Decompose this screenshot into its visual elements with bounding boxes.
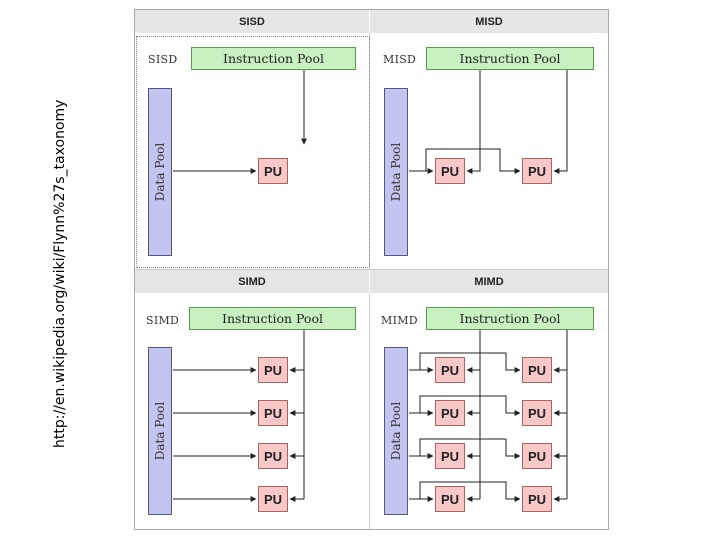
mimd-processing-unit-r1c2: PU	[522, 357, 552, 383]
mimd-panel: MIMD Instruction Pool Data Pool PU PU PU…	[370, 293, 608, 529]
mimd-data-wire-4b	[419, 481, 521, 502]
simd-panel-label: SIMD	[146, 314, 180, 327]
simd-instruction-pool-label: Instruction Pool	[222, 311, 323, 326]
sisd-data-pool: Data Pool	[148, 88, 172, 256]
mimd-pu-label-r4c2: PU	[527, 491, 547, 507]
simd-instruction-pool: Instruction Pool	[189, 307, 356, 330]
row-divider	[135, 269, 608, 270]
sisd-panel-label: SISD	[148, 53, 178, 66]
sisd-instruction-pool: Instruction Pool	[191, 47, 356, 70]
misd-panel-label: MISD	[383, 53, 417, 66]
header-mimd: MIMD	[370, 270, 608, 293]
header-sisd: SISD	[135, 10, 369, 33]
simd-connectors	[173, 330, 305, 502]
mimd-processing-unit-r4c1: PU	[435, 486, 465, 512]
header-simd: SIMD	[135, 270, 369, 293]
simd-pu-label-4: PU	[263, 491, 283, 507]
mimd-connectors	[409, 330, 568, 502]
mimd-pu-label-r4c1: PU	[440, 491, 460, 507]
sisd-instruction-pool-label: Instruction Pool	[223, 51, 324, 66]
misd-instruction-pool-label: Instruction Pool	[459, 51, 561, 66]
simd-pu-label-3: PU	[263, 448, 283, 464]
simd-data-pool: Data Pool	[148, 347, 172, 515]
misd-connectors	[409, 70, 568, 174]
misd-pu-label-1: PU	[440, 163, 460, 179]
column-divider-bottom	[369, 293, 370, 529]
misd-processing-unit-2: PU	[522, 158, 552, 184]
misd-data-wire-main	[409, 148, 521, 174]
mimd-data-pool: Data Pool	[384, 347, 408, 515]
simd-pu-label-1: PU	[263, 362, 283, 378]
source-url-caption: http://en.wikipedia.org/wiki/Flynn%27s_t…	[52, 99, 68, 448]
header-misd: MISD	[370, 10, 608, 33]
mimd-pu-label-r2c2: PU	[527, 405, 547, 421]
mimd-processing-unit-r3c1: PU	[435, 443, 465, 469]
mimd-data-wire-3b	[419, 438, 521, 459]
sisd-pu-label: PU	[263, 163, 283, 179]
misd-instruction-wire-1	[466, 70, 481, 174]
mimd-data-wire-2b	[419, 395, 521, 416]
mimd-pu-label-r3c1: PU	[440, 448, 460, 464]
misd-panel: MISD Instruction Pool Data Pool PU PU	[370, 33, 608, 269]
mimd-processing-unit-r3c2: PU	[522, 443, 552, 469]
sisd-panel: SISD Instruction Pool Data Pool PU	[135, 33, 369, 269]
mimd-pu-label-r2c1: PU	[440, 405, 460, 421]
flynn-taxonomy-figure: SISD MISD SIMD MIMD SISD Instruction Poo…	[134, 9, 609, 530]
misd-pu-label-2: PU	[527, 163, 547, 179]
simd-processing-unit-2: PU	[258, 400, 288, 426]
mimd-data-wire-1b	[419, 352, 521, 373]
mimd-processing-unit-r4c2: PU	[522, 486, 552, 512]
misd-processing-unit-1: PU	[435, 158, 465, 184]
simd-panel: SIMD Instruction Pool Data Pool PU PU PU…	[135, 293, 369, 529]
mimd-processing-unit-r2c2: PU	[522, 400, 552, 426]
sisd-processing-unit: PU	[258, 158, 288, 184]
mimd-pu-label-r3c2: PU	[527, 448, 547, 464]
mimd-instruction-pool: Instruction Pool	[426, 307, 594, 330]
mimd-instruction-pool-label: Instruction Pool	[459, 311, 561, 326]
misd-data-pool: Data Pool	[384, 88, 408, 256]
mimd-pu-label-r1c2: PU	[527, 362, 547, 378]
simd-processing-unit-4: PU	[258, 486, 288, 512]
misd-instruction-pool: Instruction Pool	[426, 47, 594, 70]
misd-instruction-wire-2	[553, 70, 568, 174]
simd-processing-unit-1: PU	[258, 357, 288, 383]
sisd-connectors	[173, 70, 307, 174]
mimd-panel-label: MIMD	[381, 314, 418, 327]
mimd-processing-unit-r1c1: PU	[435, 357, 465, 383]
mimd-processing-unit-r2c1: PU	[435, 400, 465, 426]
mimd-pu-label-r1c1: PU	[440, 362, 460, 378]
simd-processing-unit-3: PU	[258, 443, 288, 469]
sisd-selection-frame	[136, 36, 370, 268]
simd-pu-label-2: PU	[263, 405, 283, 421]
